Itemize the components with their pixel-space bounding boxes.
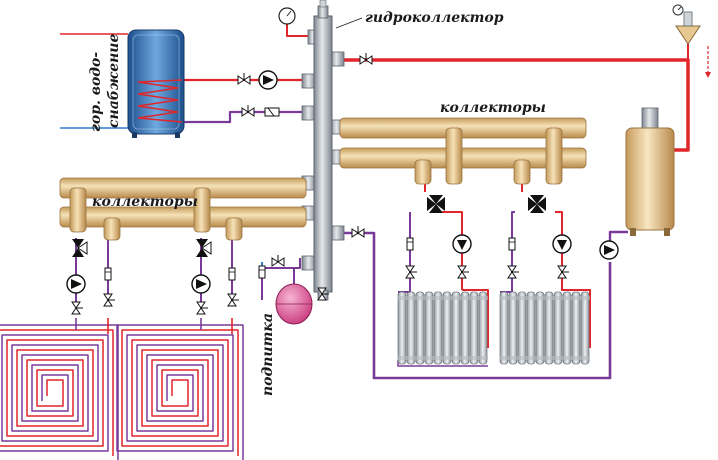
- mixing-valve-1: [427, 195, 445, 213]
- tank-check-valve: [264, 107, 280, 117]
- tank-pump-icon: [258, 70, 278, 90]
- floor-pump-1-icon: [66, 274, 86, 294]
- labels: гидроколлектор коллекторы коллекторы гор…: [88, 10, 546, 396]
- collector-pipes-right: [339, 117, 587, 185]
- makeup-thermometer: [258, 265, 266, 279]
- mixing-valve-2: [528, 195, 546, 213]
- drain-valve: [317, 287, 329, 301]
- boiler: [625, 107, 675, 236]
- floor-thermometer-2: [228, 267, 236, 281]
- gauge-line: [286, 24, 310, 37]
- hydro-collector: [301, 0, 345, 301]
- floor-mixer-2: [196, 239, 212, 257]
- label-collectors-top: коллекторы: [440, 100, 546, 116]
- expansion-tank: [275, 283, 313, 325]
- floor-loop-2: [116, 324, 244, 460]
- floor-heating-loops: [0, 318, 244, 460]
- floor-valve-2a: [196, 301, 208, 315]
- supply-valve: [359, 53, 373, 65]
- floor-thermometer-1: [104, 267, 112, 281]
- floor-pump-2-icon: [191, 274, 211, 294]
- label-makeup: подпитка: [260, 313, 276, 396]
- boiler-supply-line: [340, 58, 690, 152]
- makeup-line: [261, 258, 301, 300]
- radiator-2: [499, 291, 590, 365]
- collector-pipes-left: [59, 177, 307, 241]
- label-collectors-left: коллекторы: [92, 194, 198, 210]
- air-vent-icon: [672, 4, 711, 78]
- tank-return-valve: [241, 105, 255, 117]
- pressure-gauge-icon: [278, 7, 296, 25]
- floor-valve-2b: [227, 293, 239, 307]
- radiator-valve-2a: [557, 265, 569, 279]
- label-hot-water-1: гор. водо-: [88, 52, 104, 132]
- radiator-valve-1a: [457, 265, 469, 279]
- thermometer-1: [406, 237, 414, 251]
- floor-loop-1: [0, 324, 119, 460]
- radiator-pump-2-icon: [552, 234, 572, 254]
- makeup-valve: [271, 255, 285, 267]
- label-hot-water-2: снабжение: [106, 34, 122, 128]
- radiator-pump-1-icon: [452, 234, 472, 254]
- label-hydro-collector: гидроколлектор: [365, 10, 504, 26]
- radiator-1: [397, 291, 488, 365]
- boiler-pump-icon: [599, 240, 619, 260]
- thermometer-2: [508, 237, 516, 251]
- tank-coil: [137, 79, 183, 123]
- tank-valve: [237, 73, 251, 85]
- hot-water-tank: [127, 29, 185, 138]
- floor-valve-1a: [71, 301, 83, 315]
- floor-mixer-1: [72, 239, 88, 257]
- radiator-valve-1b: [405, 265, 417, 279]
- floor-valve-1b: [103, 293, 115, 307]
- radiator-valve-2b: [507, 265, 519, 279]
- return-valve: [351, 226, 365, 238]
